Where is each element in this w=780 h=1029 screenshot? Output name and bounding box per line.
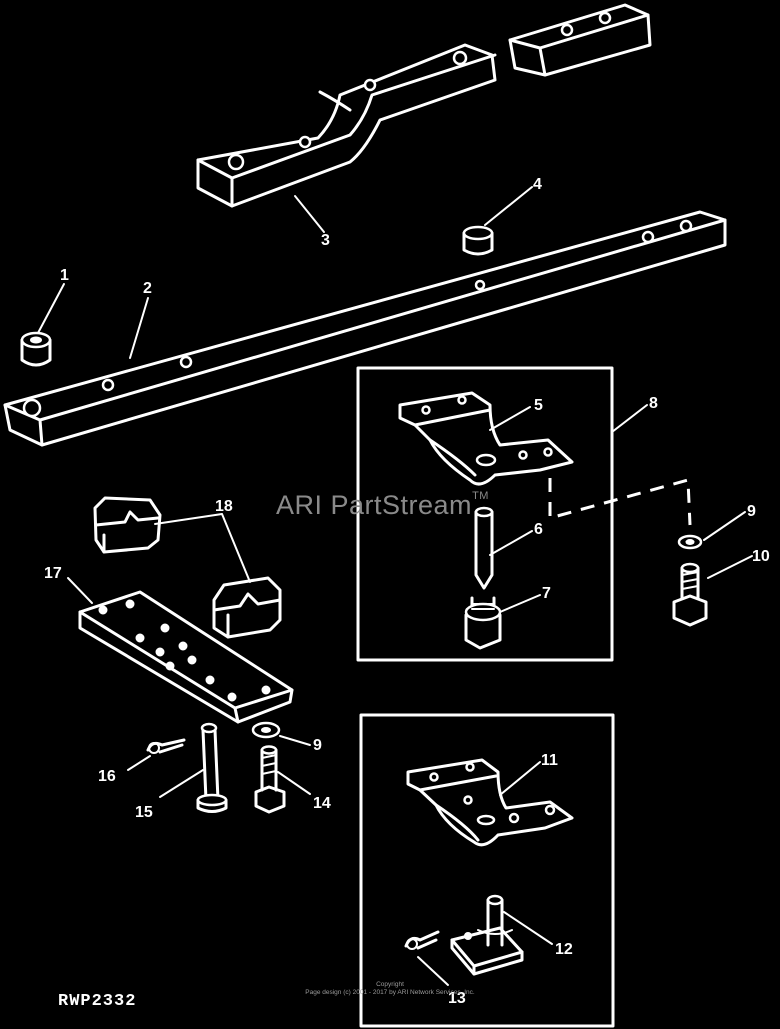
callout-12[interactable]: 12 <box>555 941 573 958</box>
assembly-box-8 <box>356 366 614 662</box>
callout-17[interactable]: 17 <box>44 565 62 582</box>
part-5-bracket[interactable] <box>398 391 574 486</box>
part-16-cotter-pin[interactable] <box>146 738 186 754</box>
part-9-washer-right[interactable] <box>677 534 703 550</box>
callout-14[interactable]: 14 <box>313 795 331 812</box>
callout-15[interactable]: 15 <box>135 804 153 821</box>
callout-11[interactable]: 11 <box>541 752 558 769</box>
part-10-bolt[interactable] <box>672 562 708 627</box>
callout-9-right[interactable]: 9 <box>747 503 756 520</box>
callout-2[interactable]: 2 <box>143 280 152 297</box>
part-18-wear-block-lower[interactable] <box>212 576 282 639</box>
part-1-bushing[interactable] <box>20 331 52 367</box>
copyright-line-1: Copyright <box>376 981 404 988</box>
part-15-clevis-pin[interactable] <box>196 722 228 813</box>
callout-3[interactable]: 3 <box>321 232 330 249</box>
part-4-bushing[interactable] <box>462 225 494 256</box>
part-17-plate[interactable] <box>78 590 294 724</box>
copyright-line-2: Page design (c) 2001 - 2017 by ARI Netwo… <box>305 989 475 996</box>
watermark-tm: TM <box>472 490 489 502</box>
partstream-watermark: ARI PartStreamTM <box>276 490 489 521</box>
reference-code: RWP2332 <box>58 992 137 1011</box>
callout-8[interactable]: 8 <box>649 395 658 412</box>
part-13-cotter-pin[interactable] <box>404 930 440 950</box>
part-12-base-pin[interactable] <box>450 894 524 976</box>
part-9-washer-left[interactable] <box>251 721 281 739</box>
callout-4[interactable]: 4 <box>533 176 542 193</box>
callout-18[interactable]: 18 <box>215 498 233 515</box>
callout-6[interactable]: 6 <box>534 521 543 538</box>
assembly-line <box>548 478 692 526</box>
callout-1[interactable]: 1 <box>60 267 69 284</box>
assembly-box-13 <box>359 713 615 1028</box>
part-18-wear-block-upper[interactable] <box>93 496 162 554</box>
callout-leader-lines <box>37 186 753 986</box>
callout-5[interactable]: 5 <box>534 397 543 414</box>
part-7-nut[interactable] <box>464 596 502 650</box>
callout-7[interactable]: 7 <box>542 585 551 602</box>
part-11-bracket[interactable] <box>406 758 574 847</box>
callout-10[interactable]: 10 <box>752 548 770 565</box>
callout-labels: 1 2 3 4 5 6 7 8 9 9 10 11 12 13 14 15 16… <box>44 176 770 1007</box>
part-2-drawbar[interactable] <box>3 210 727 447</box>
copyright-notice: Copyright Page design (c) 2001 - 2017 by… <box>240 981 540 997</box>
watermark-text: ARI PartStream <box>276 490 473 520</box>
callout-9-left[interactable]: 9 <box>313 737 322 754</box>
callout-13[interactable]: 13 <box>448 990 466 1007</box>
part-14-bolt[interactable] <box>254 745 286 814</box>
callout-16[interactable]: 16 <box>98 768 116 785</box>
part-3-offset-drawbar[interactable] <box>196 3 652 208</box>
